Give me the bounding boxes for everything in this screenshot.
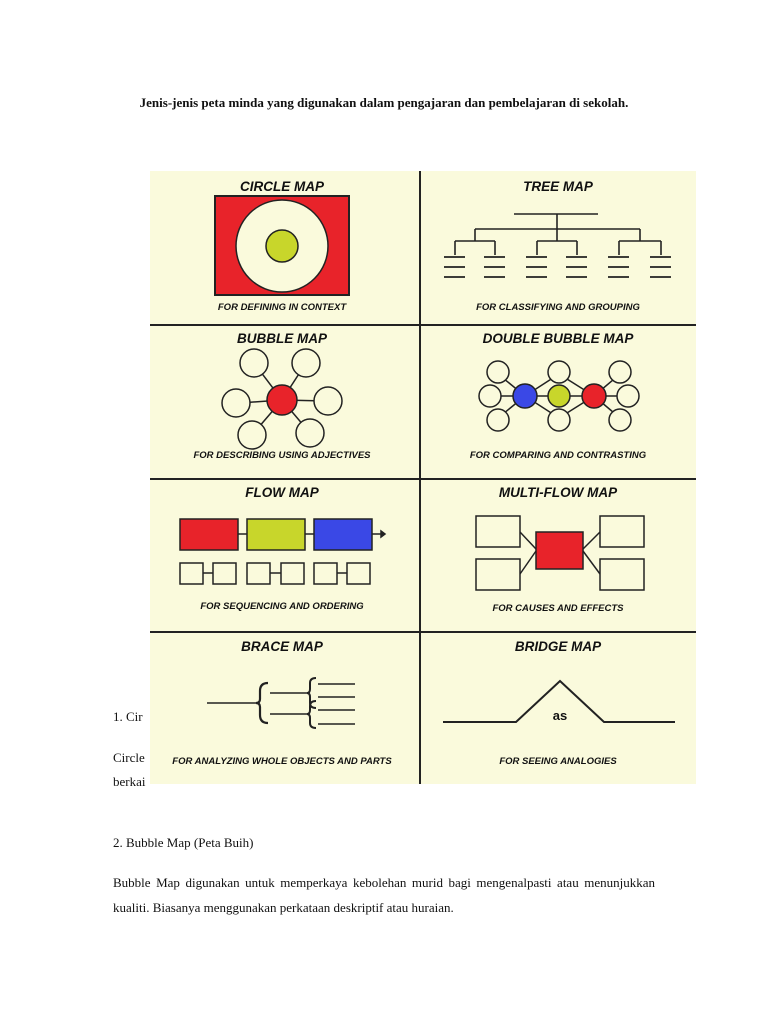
panel-caption-multi-flow-map: FOR CAUSES AND EFFECTS — [492, 603, 624, 614]
panel-title-multi-flow-map: MULTI-FLOW MAP — [499, 485, 618, 500]
document-title: Jenis-jenis peta minda yang digunakan da… — [139, 95, 629, 110]
panel-caption-bubble-map: FOR DESCRIBING USING ADJECTIVES — [193, 450, 371, 461]
panel-caption-circle-map: FOR DEFINING IN CONTEXT — [218, 302, 347, 313]
panel-title-brace-map: BRACE MAP — [241, 639, 324, 654]
figure-grid — [150, 171, 696, 784]
panel-title-tree-map: TREE MAP — [523, 179, 594, 194]
panel-caption-flow-map: FOR SEQUENCING AND ORDERING — [200, 601, 364, 612]
double-bubble-map-icon — [478, 360, 640, 432]
circle-map-icon — [214, 195, 350, 296]
panel-title-bridge-map: BRIDGE MAP — [515, 639, 602, 654]
bridge-map-relating-factor: as — [553, 708, 567, 723]
bridge-map-icon: as — [443, 679, 675, 723]
section2-paragraph: Bubble Map digunakan untuk memperkaya ke… — [113, 875, 655, 915]
flow-map-icon — [179, 518, 387, 585]
bubble-map-icon — [221, 348, 343, 450]
tree-map-icon — [444, 213, 671, 278]
panel-caption-tree-map: FOR CLASSIFYING AND GROUPING — [476, 302, 640, 313]
panel-caption-double-bubble-map: FOR COMPARING AND CONTRASTING — [470, 450, 647, 461]
panel-title-double-bubble-map: DOUBLE BUBBLE MAP — [483, 331, 635, 346]
section1-paragraph-line2-partial: berkai — [113, 774, 146, 789]
panel-title-bubble-map: BUBBLE MAP — [237, 331, 328, 346]
brace-map-icon — [207, 677, 355, 729]
panel-caption-bridge-map: FOR SEEING ANALOGIES — [499, 756, 617, 767]
section2-heading: 2. Bubble Map (Peta Buih) — [113, 835, 254, 850]
panel-title-flow-map: FLOW MAP — [245, 485, 319, 500]
section1-paragraph-line1-partial: Circle — [113, 750, 145, 765]
panel-caption-brace-map: FOR ANALYZING WHOLE OBJECTS AND PARTS — [172, 756, 392, 767]
panel-title-circle-map: CIRCLE MAP — [240, 179, 325, 194]
multi-flow-map-icon — [475, 515, 645, 591]
section1-heading-partial: 1. Cir — [113, 709, 143, 724]
thinking-maps-figure: CIRCLE MAP TREE MAP BUBBLE MAP DOUBLE BU… — [150, 171, 696, 784]
